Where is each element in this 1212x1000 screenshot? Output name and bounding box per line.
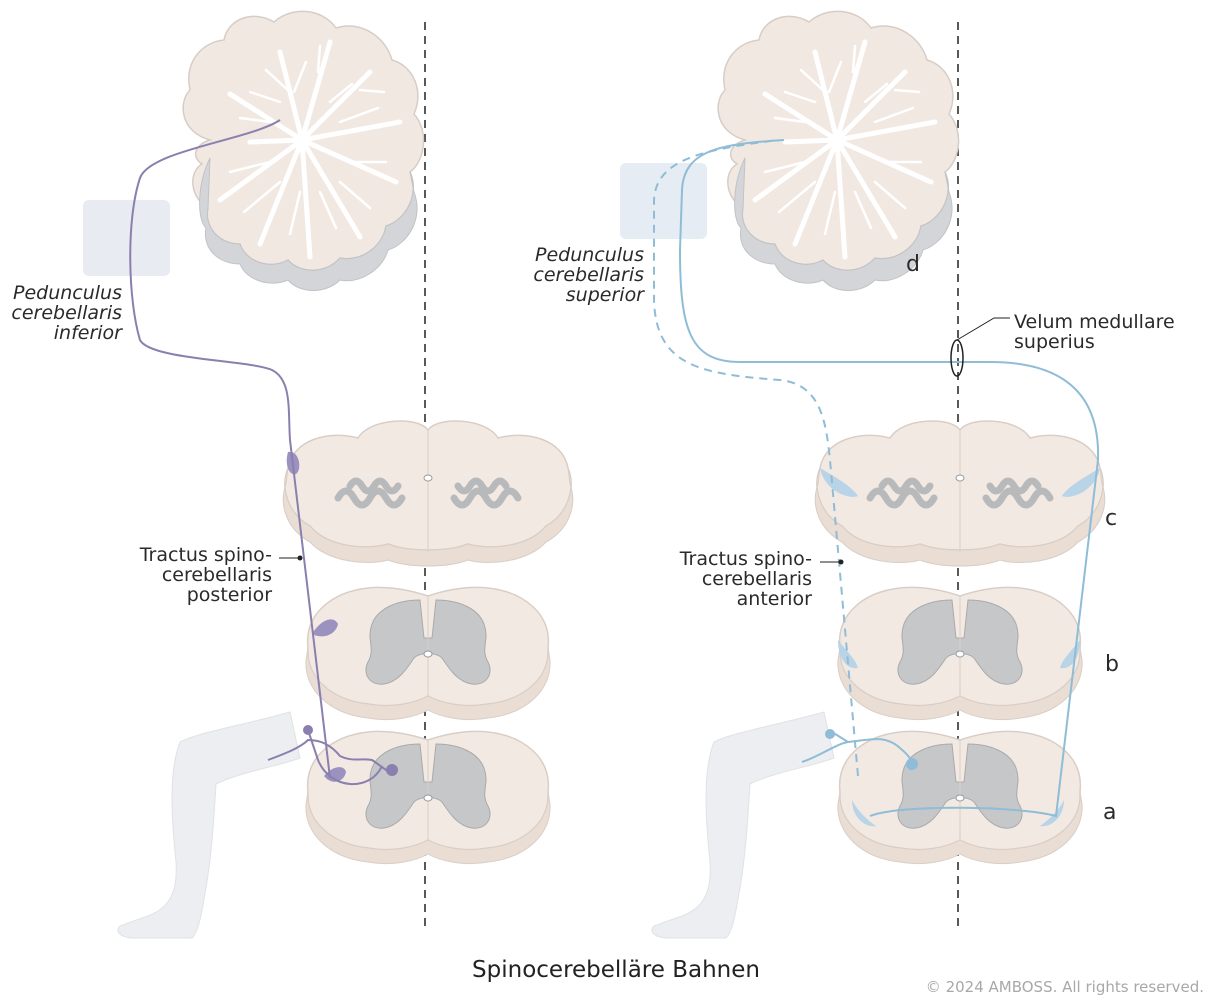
right-sensory-neuron	[825, 729, 835, 739]
right-spinal-border-cell	[906, 758, 918, 770]
level-letter-c: c	[1105, 506, 1118, 531]
right-cerebellum	[718, 11, 958, 290]
left-pons-section	[283, 421, 572, 566]
left-peduncle-highlight	[83, 200, 170, 276]
right-tract-area-cord-a-right	[1040, 800, 1064, 827]
left-clarke-nucleus	[386, 764, 398, 776]
right-panel-anterior-tract	[620, 11, 1105, 939]
right-tract-label: Tractus spino- cerebellaris anterior	[679, 548, 812, 610]
velum-marker	[950, 339, 964, 377]
right-tract-area-pons-left	[820, 468, 858, 497]
left-cerebellum	[183, 11, 423, 290]
right-tract-area-cord-a-left	[852, 800, 876, 827]
left-tract-area-cord-b	[312, 619, 338, 637]
right-tract-area-cord-b-left	[838, 640, 858, 669]
anterior-tract-path-crossed	[678, 139, 1100, 818]
anterior-tract-path-dashed	[653, 139, 859, 777]
velum-label: Velum medullare superius	[1014, 311, 1175, 353]
figure-title: Spinocerebelläre Bahnen	[472, 957, 760, 983]
velum-pointer-line	[956, 317, 1010, 341]
left-cord-section-b	[305, 586, 551, 721]
right-tract-area-pons-right	[1062, 468, 1100, 497]
left-collateral-fiber	[307, 729, 383, 786]
right-cord-section-b	[837, 586, 1083, 721]
level-letter-b: b	[1105, 652, 1119, 677]
level-letter-a: a	[1103, 800, 1117, 825]
right-pons-section	[815, 421, 1104, 566]
left-peduncle-label: Pedunculus cerebellaris inferior	[11, 282, 122, 344]
copyright-notice: © 2024 AMBOSS. All rights reserved.	[925, 978, 1204, 996]
right-cord-section-a	[837, 730, 1083, 865]
left-sensory-neuron	[303, 725, 313, 735]
posterior-tract-path	[129, 119, 331, 779]
left-tract-label: Tractus spino- cerebellaris posterior	[139, 544, 272, 606]
left-panel-posterior-tract	[83, 11, 573, 939]
right-peduncle-label: Pedunculus cerebellaris superior	[533, 244, 644, 306]
right-leg	[651, 711, 835, 939]
left-leg	[117, 711, 301, 939]
level-letter-d: d	[906, 252, 920, 277]
left-cord-section-a	[305, 730, 551, 865]
right-peduncle-highlight	[620, 163, 707, 239]
